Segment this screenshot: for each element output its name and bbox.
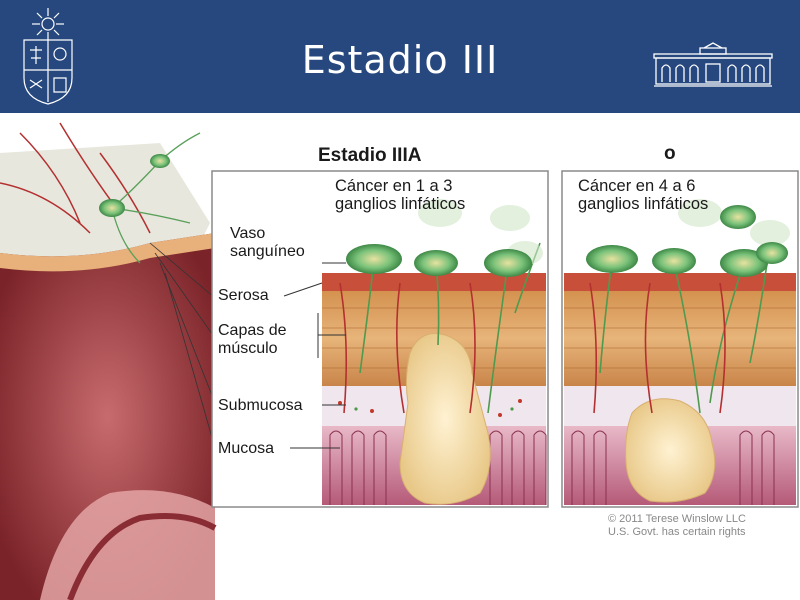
copyright-line1: © 2011 Terese Winslow LLC	[608, 513, 746, 525]
lymph-node	[150, 154, 170, 168]
label-capas-line1: Capas de	[218, 322, 287, 339]
label-mucosa: Mucosa	[218, 440, 275, 457]
slide-title: Estadio III	[301, 38, 499, 82]
label-capas-line2: músculo	[218, 340, 278, 357]
tumor	[625, 398, 716, 503]
lymph-node	[484, 249, 532, 277]
label-leader-lines	[283, 262, 346, 449]
panel-b-title: o	[664, 143, 676, 164]
lymph-node	[652, 248, 696, 274]
university-building-icon	[653, 42, 773, 87]
copyright-line2: U.S. Govt. has certain rights	[608, 526, 746, 538]
colon-illustration	[0, 122, 217, 600]
cancer-stage-diagram	[0, 122, 799, 600]
lymph-node	[756, 242, 788, 264]
panel-a-caption-line2: ganglios linfáticos	[335, 195, 466, 213]
copyright-notice: © 2011 Terese Winslow LLC U.S. Govt. has…	[608, 513, 798, 539]
label-capas-de-musculo: Capas de músculo	[218, 322, 287, 358]
panel-b-caption-line1: Cáncer en 4 a 6	[578, 177, 696, 195]
lymph-node	[414, 250, 458, 276]
panel-b-tissue	[564, 199, 796, 505]
lymph-node	[586, 245, 638, 273]
label-serosa: Serosa	[218, 287, 269, 304]
lymph-node	[99, 199, 125, 217]
label-vaso-line1: Vaso	[230, 225, 266, 242]
lymph-node	[720, 249, 768, 277]
panel-a-caption-line1: Cáncer en 1 a 3	[335, 177, 453, 195]
slide-header: Estadio III	[0, 0, 800, 113]
panel-b-caption-line2: ganglios linfáticos	[578, 195, 709, 213]
lymph-node	[346, 244, 402, 274]
panel-a-tissue	[322, 199, 547, 505]
panel-a-caption: Cáncer en 1 a 3 ganglios linfáticos	[335, 177, 465, 213]
label-submucosa: Submucosa	[218, 397, 303, 414]
university-crest-icon	[23, 8, 73, 105]
panel-a-title: Estadio IIIA	[318, 145, 422, 166]
lymph-node	[720, 205, 756, 229]
panel-b-caption: Cáncer en 4 a 6 ganglios linfáticos	[578, 177, 708, 213]
label-vaso-sanguineo: Vaso sanguíneo	[230, 225, 305, 261]
tumor	[399, 333, 491, 505]
label-vaso-line2: sanguíneo	[230, 243, 305, 260]
